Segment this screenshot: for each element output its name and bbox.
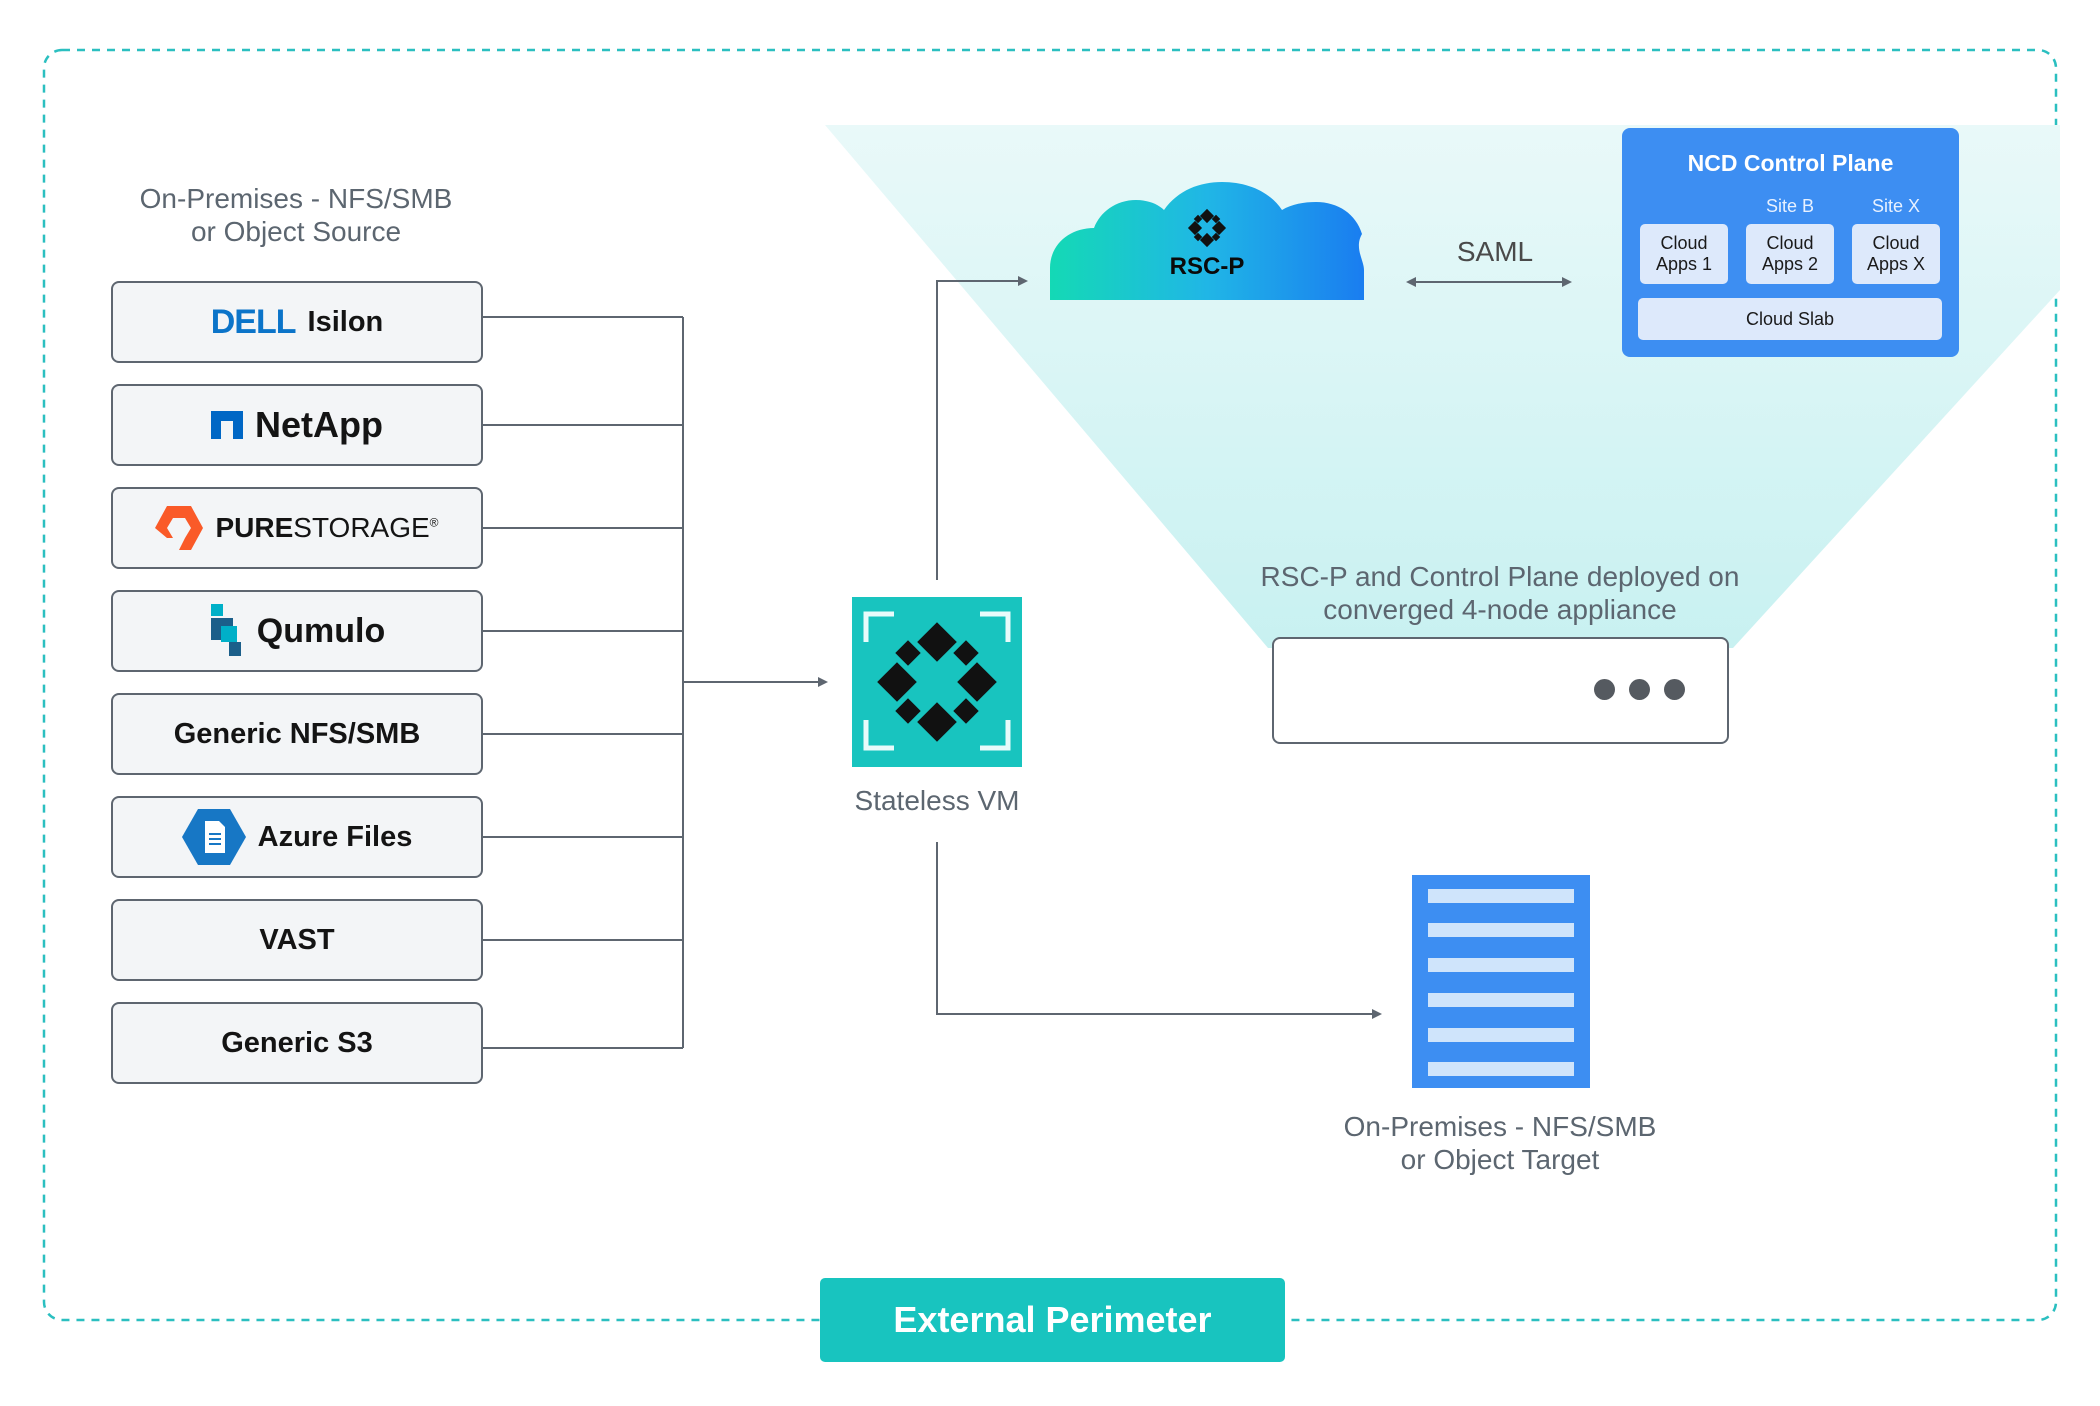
source-connectors	[483, 316, 684, 1049]
registered-mark: ®	[429, 515, 439, 530]
site-label-x: Site X	[1871, 196, 1921, 216]
cloud-apps-1-line-2: Apps 1	[1655, 254, 1713, 274]
appliance-caption-line-1: RSC-P and Control Plane deployed on	[1260, 561, 1740, 592]
storage-light: STORAGE	[293, 512, 430, 543]
ncd-control-plane: NCD Control Plane Site B Site X Cloud Ap…	[1622, 128, 1959, 357]
pure-storage-logo-icon	[155, 506, 204, 550]
ncd-title: NCD Control Plane	[1687, 150, 1894, 176]
source-azure-files: Azure Files	[111, 796, 483, 878]
source-label: Generic S3	[221, 1026, 373, 1059]
dot-icon	[1664, 679, 1685, 700]
appliance-status-dots	[1594, 679, 1694, 701]
source-label: Generic NFS/SMB	[173, 717, 421, 750]
source-qumulo: Qumulo	[111, 590, 483, 672]
source-label: NetApp	[255, 404, 383, 445]
vm-corner-brackets	[863, 611, 1011, 751]
netapp-logo-icon	[211, 411, 243, 439]
saml-label: SAML	[1456, 236, 1534, 267]
cloud-apps-x-line-1: Cloud	[1872, 233, 1920, 253]
rscp-label: RSC-P	[1169, 253, 1245, 280]
cloud-apps-x-line-2: Apps X	[1866, 254, 1926, 274]
target-storage-lines	[1428, 889, 1574, 1076]
external-perimeter-badge: External Perimeter	[820, 1278, 1285, 1362]
source-vast: VAST	[111, 899, 483, 981]
source-purestorage: PURESTORAGE®	[111, 487, 483, 569]
cloud-apps-2: Cloud Apps 2	[1746, 224, 1834, 284]
source-label: Isilon	[307, 305, 384, 338]
azure-files-logo-icon	[181, 809, 246, 865]
site-label-b: Site B	[1765, 196, 1815, 216]
target-title-line-1: On-Premises - NFS/SMB	[1343, 1111, 1657, 1142]
external-perimeter-border	[42, 48, 2058, 1322]
source-label: Qumulo	[256, 611, 386, 650]
source-generic-s3: Generic S3	[111, 1002, 483, 1084]
source-label: Azure Files	[257, 820, 413, 853]
vm-to-cloud-arrow	[936, 276, 1028, 580]
source-label: PURESTORAGE®	[215, 512, 438, 544]
pure-bold: PURE	[215, 512, 294, 543]
target-title-line-2: or Object Target	[1400, 1144, 1600, 1175]
source-netapp: NetApp	[111, 384, 483, 466]
appliance-caption: RSC-P and Control Plane deployed on conv…	[1180, 560, 1820, 626]
source-generic-nfs-smb: Generic NFS/SMB	[111, 693, 483, 775]
vm-rubrik-logo-icon	[877, 622, 997, 742]
cloud-slab: Cloud Slab	[1638, 298, 1942, 340]
cloud-apps-x: Cloud Apps X	[1852, 224, 1940, 284]
cloud-apps-1: Cloud Apps 1	[1640, 224, 1728, 284]
source-label: VAST	[259, 923, 335, 956]
source-dell-isilon: DELL Isilon	[111, 281, 483, 363]
stateless-vm-label: Stateless VM	[854, 785, 1020, 816]
dell-logo: DELL	[210, 302, 297, 341]
target-title: On-Premises - NFS/SMB or Object Target	[1280, 1110, 1720, 1176]
source-title-line-1: On-Premises - NFS/SMB	[139, 183, 453, 214]
dot-icon	[1594, 679, 1615, 700]
source-title: On-Premises - NFS/SMB or Object Source	[110, 182, 482, 248]
dot-icon	[1629, 679, 1650, 700]
source-title-line-2: or Object Source	[190, 216, 402, 247]
converged-appliance	[1272, 637, 1729, 744]
appliance-caption-line-2: converged 4-node appliance	[1323, 594, 1677, 625]
qumulo-logo-icon	[210, 604, 241, 656]
cloud-apps-1-line-1: Cloud	[1660, 233, 1708, 253]
cloud-apps-2-line-2: Apps 2	[1761, 254, 1819, 274]
vm-to-target-arrow	[936, 842, 1382, 1019]
target-storage-icon	[1412, 875, 1590, 1088]
cloud-apps-2-line-1: Cloud	[1766, 233, 1814, 253]
